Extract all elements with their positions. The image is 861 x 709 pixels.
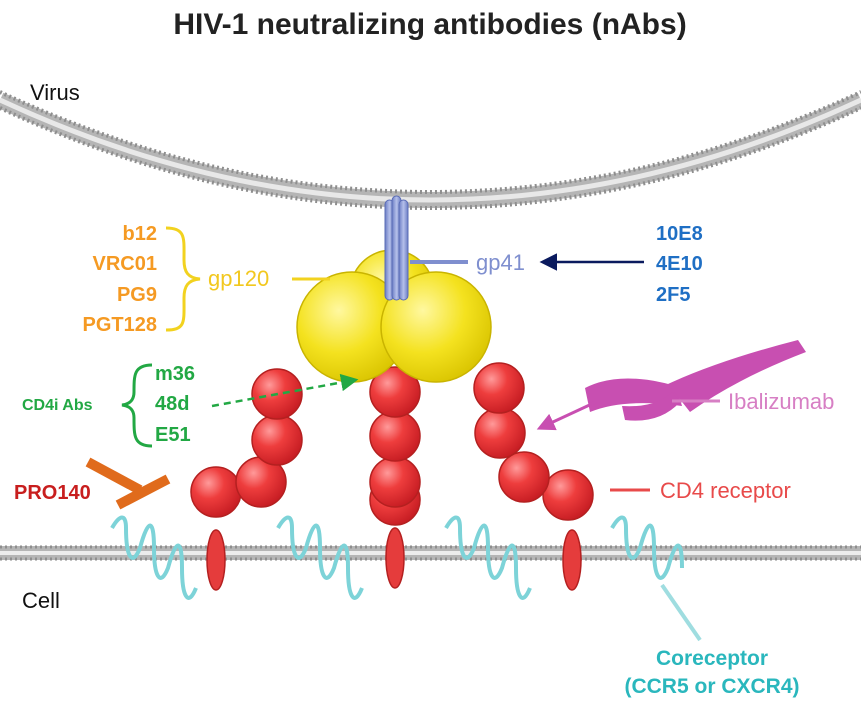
cd4i-arrow [211,373,359,408]
gp120-antibody-name: b12 [123,223,157,245]
gp41-antibody-name: 10E8 [656,223,703,245]
gp41-label: gp41 [476,250,525,275]
gp120-antibody-name: PG9 [117,284,157,306]
coreceptor-types-label: (CCR5 or CXCR4) [624,675,799,698]
cd4-receptor-left [190,368,303,591]
gp41-antibody-list: 10E8 4E10 2F5 [656,223,703,306]
cd4-receptor-right [473,362,594,591]
virus-membrane [0,90,861,210]
cd4-receptor-label: CD4 receptor [660,478,791,503]
cd4i-abs-label: CD4i Abs [22,397,93,414]
coreceptor-pointer [660,583,702,642]
cell-label: Cell [22,588,60,613]
cd4i-brace [121,363,153,448]
gp120-antibody-name: VRC01 [93,253,157,275]
gp120-label: gp120 [208,266,269,291]
gp120-antibody-name: PGT128 [83,314,157,336]
pro140-antibody-icon [85,457,171,510]
ibalizumab-arrow [536,400,597,431]
cd4-receptor-center [369,366,421,589]
cd4i-antibody-name: E51 [155,424,191,446]
gp120-brace [165,226,201,332]
pro140-label: PRO140 [14,482,91,504]
gp120-trimer [296,249,492,383]
coreceptor-helices [110,515,684,600]
ibalizumab-antibody-icon [585,340,806,421]
virus-label: Virus [30,80,80,105]
gp41-spike [384,195,409,301]
cd4i-antibody-name: m36 [155,363,195,385]
gp41-antibody-name: 2F5 [656,284,690,306]
cd4i-antibody-list: m36 48d E51 [155,363,195,446]
coreceptor-label: Coreceptor [656,647,768,670]
gp41-antibody-name: 4E10 [656,253,703,275]
cd4i-antibody-name: 48d [155,393,189,415]
gp120-antibody-list: b12 VRC01 PG9 PGT128 [83,223,157,336]
ibalizumab-label: Ibalizumab [728,389,834,414]
diagram-title: HIV-1 neutralizing antibodies (nAbs) [173,8,686,41]
